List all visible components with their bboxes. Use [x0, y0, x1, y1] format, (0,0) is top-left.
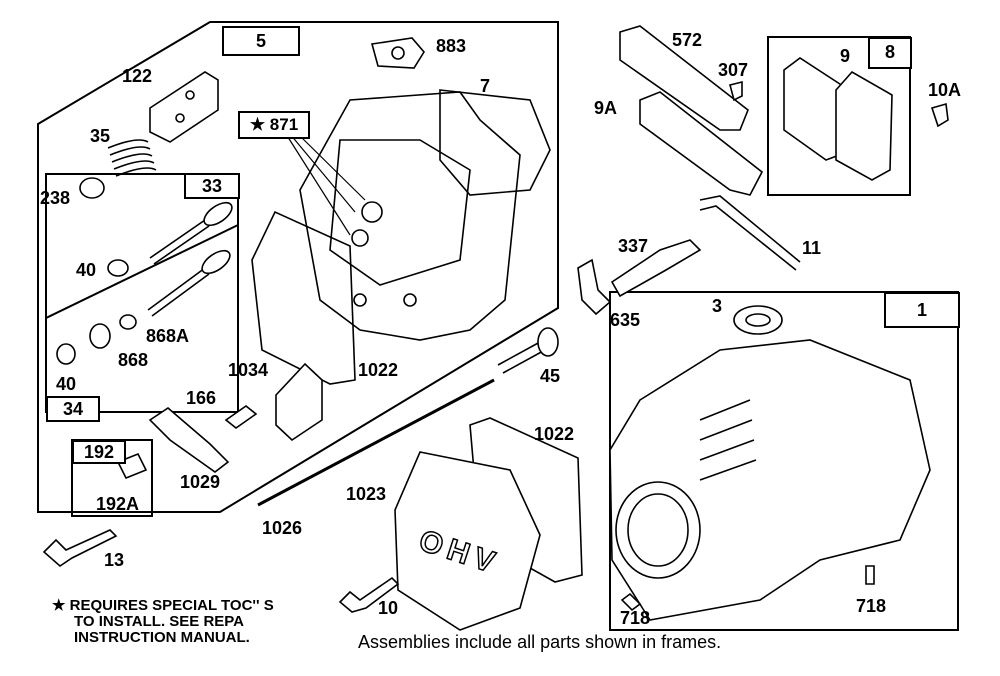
callout-3: 3: [712, 296, 723, 316]
callout-1029: 1029: [180, 472, 221, 492]
cylinder-head-shape: [299, 91, 521, 341]
frame-cylinder-head-assembly: [37, 21, 559, 513]
callout-7: 7: [480, 76, 491, 96]
callout-337: 337: [618, 236, 649, 256]
rocker-1029-shape: [148, 406, 230, 473]
callout-1034: 1034: [228, 360, 269, 380]
callout-10a: 10A: [928, 80, 962, 100]
gasket-1022-upper-shape: [251, 210, 356, 385]
callout-1022-lower: 1022: [534, 424, 575, 444]
callout-40-upper: 40: [76, 260, 97, 280]
note-line-3: INSTRUCTION MANUAL.: [74, 629, 250, 646]
valve-cover-1023-shape: [394, 451, 541, 631]
frame-breather-assembly: [767, 36, 911, 196]
callout-13: 13: [104, 550, 125, 570]
callout-635: 635: [610, 310, 641, 330]
gasket-9a-shape: [639, 91, 764, 196]
callout-166: 166: [186, 388, 217, 408]
callout-1023: 1023: [346, 484, 387, 504]
retainer-238-shape: [79, 177, 105, 199]
bolt-166-shape: [224, 405, 258, 429]
callout-40-lower: 40: [56, 374, 77, 394]
frame-valve-assembly: [45, 173, 239, 413]
spark-plug-337-shape: [610, 239, 702, 298]
callout-box-5: 5: [222, 26, 300, 56]
callout-572: 572: [672, 30, 703, 50]
note-line-2: TO INSTALL. SEE REPA: [74, 613, 245, 630]
callout-box-1: 1: [884, 292, 960, 328]
valve-upper-shape: [149, 219, 210, 265]
callout-868: 868: [118, 350, 149, 370]
breather-cover-shape: [835, 70, 893, 181]
callout-box-8: 8: [868, 37, 912, 69]
valve-lower-shape: [147, 267, 210, 317]
callout-35: 35: [90, 126, 111, 146]
bolt-10-shape: [338, 576, 400, 613]
screw-10a-shape: [930, 102, 949, 128]
dowel-718-left-shape: [620, 592, 642, 612]
bolt-13-shape: [42, 529, 118, 568]
pushrod-1026-shape: [257, 378, 495, 507]
callout-45: 45: [540, 366, 561, 386]
frames-caption: Assemblies include all parts shown in fr…: [358, 632, 722, 652]
callout-10: 10: [378, 598, 399, 618]
callout-307: 307: [718, 60, 749, 80]
callout-718-left: 718: [620, 608, 651, 628]
callout-box-34: 34: [46, 396, 100, 422]
callout-122: 122: [122, 66, 153, 86]
callout-718-right: 718: [856, 596, 887, 616]
screw-307-shape: [729, 80, 743, 102]
dowel-718-right-shape: [865, 565, 875, 585]
callout-192a: 192A: [96, 494, 140, 514]
callout-883: 883: [436, 36, 467, 56]
tube-11-shape: [699, 195, 801, 271]
note-line-1: ★ REQUIRES SPECIAL TOC'' S: [52, 597, 274, 614]
boot-635-shape: [577, 258, 612, 316]
callout-box-33: 33: [184, 173, 240, 199]
gasket-572-shape: [619, 25, 749, 131]
callout-box-192: 192: [72, 440, 126, 464]
callout-9: 9: [840, 46, 851, 66]
plate-1034-shape: [275, 362, 323, 442]
callout-1022-upper: 1022: [358, 360, 399, 380]
callout-11: 11: [802, 238, 822, 258]
callout-9a: 9A: [594, 98, 618, 118]
callout-box-871: ★ 871: [238, 111, 310, 139]
callout-868a: 868A: [146, 326, 190, 346]
bracket-122-shape: [149, 71, 219, 143]
callout-238: 238: [40, 188, 71, 208]
head-gasket-7-shape: [439, 89, 551, 196]
tube-45-shape: [497, 341, 546, 374]
callout-1026: 1026: [262, 518, 303, 538]
valve-spring-35-shape: [107, 139, 157, 177]
